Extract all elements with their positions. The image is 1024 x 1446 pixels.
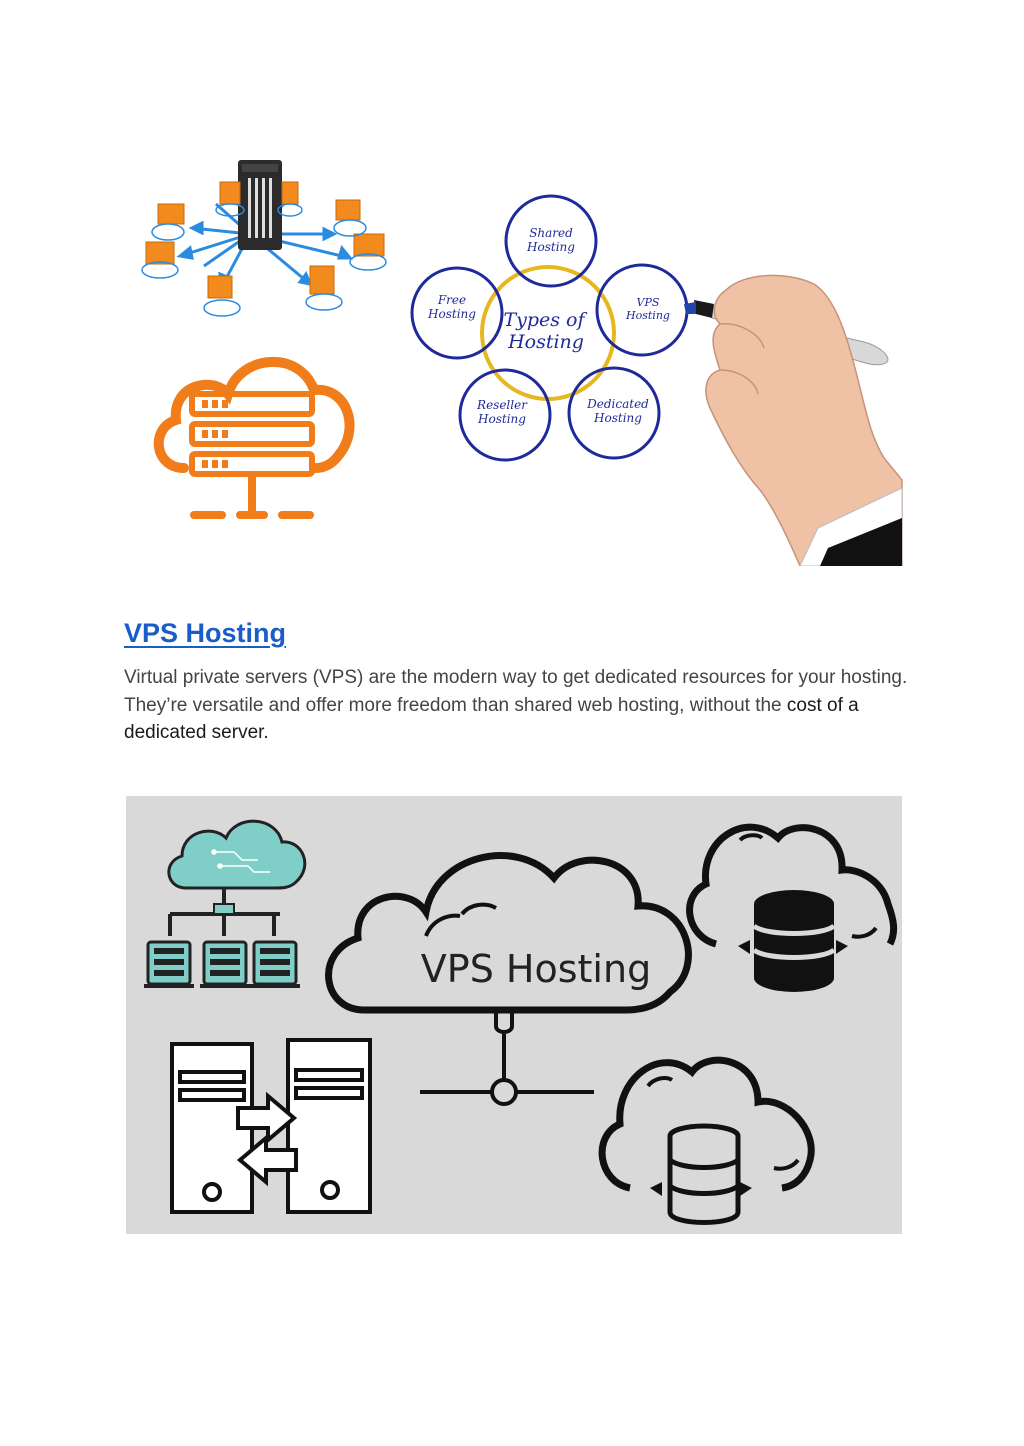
teal-cloud-network-icon xyxy=(144,819,307,988)
center-label-line1: Types of xyxy=(503,309,587,331)
cloud-database-icon xyxy=(686,823,898,992)
types-of-hosting-diagram: Types of Hosting Shared Hosting VPS Host… xyxy=(410,194,689,462)
node-reseller-line2: Hosting xyxy=(477,412,526,426)
cloud-database-outline-icon xyxy=(598,1056,815,1225)
vps-cloud-icon: VPS Hosting xyxy=(325,852,692,1106)
node-vps-line2: Hosting xyxy=(625,309,670,322)
vps-hosting-illustration: VPS Hosting xyxy=(126,796,902,1234)
hand-with-marker-icon xyxy=(684,274,903,566)
node-free-line2: Hosting xyxy=(427,307,476,321)
hosting-types-illustration: Types of Hosting Shared Hosting VPS Host… xyxy=(124,138,904,566)
vps-hosting-heading-link[interactable]: VPS Hosting xyxy=(124,618,287,648)
node-shared-line1: Shared xyxy=(529,226,573,240)
node-vps-line1: VPS xyxy=(637,296,660,309)
description-part1: Virtual private servers (VPS) are the mo… xyxy=(124,667,908,716)
server-network-icon xyxy=(141,160,387,317)
cloud-server-icon xyxy=(153,356,355,519)
node-dedicated-line1: Dedicated xyxy=(586,397,649,411)
cloud-label: VPS Hosting xyxy=(421,947,651,991)
node-free-line1: Free xyxy=(437,293,466,307)
server-transfer-icon xyxy=(170,1038,372,1214)
node-shared-line2: Hosting xyxy=(526,240,575,254)
node-dedicated-line2: Hosting xyxy=(593,411,642,425)
node-reseller-line1: Reseller xyxy=(476,398,528,412)
center-label-line2: Hosting xyxy=(507,331,584,353)
vps-hosting-description: Virtual private servers (VPS) are the mo… xyxy=(124,664,914,747)
description-part2: cost of a dedicated server. xyxy=(124,694,859,744)
